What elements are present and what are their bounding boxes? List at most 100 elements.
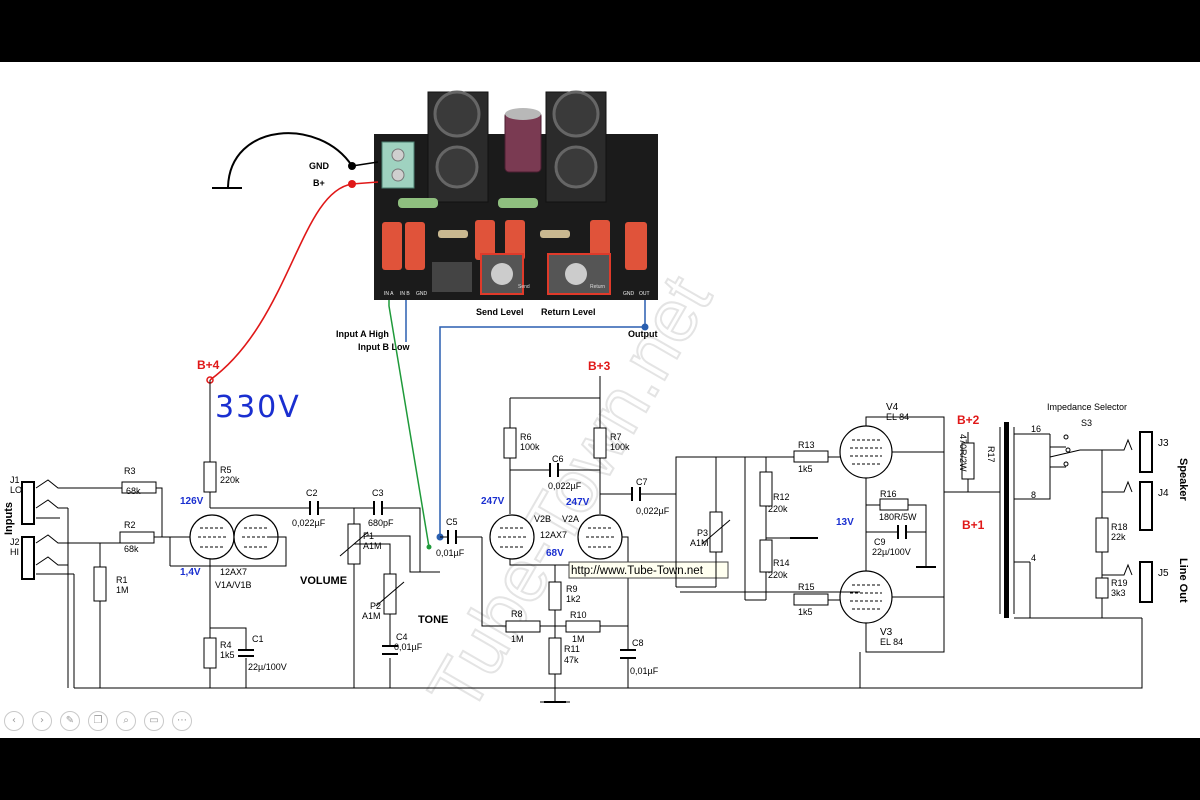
v3-label: V3 bbox=[880, 627, 893, 638]
r7-label: R7 bbox=[610, 432, 622, 442]
more-icon[interactable]: ⋯ bbox=[172, 711, 192, 731]
inputs-section-label: Inputs bbox=[3, 502, 15, 535]
pin-gnd-1: GND bbox=[416, 291, 428, 297]
resistor-body-1 bbox=[398, 198, 438, 208]
forward-icon[interactable]: › bbox=[32, 711, 52, 731]
c2-label: C2 bbox=[306, 488, 318, 498]
r16 bbox=[879, 498, 909, 511]
c2-value: 0,022µF bbox=[292, 518, 326, 528]
coupling-section: P3 A1M R12 220k R14 220k R13 1k5 R15 1k5 bbox=[675, 440, 846, 617]
power-plates bbox=[865, 416, 1000, 653]
r15-label: R15 bbox=[798, 582, 815, 592]
relay bbox=[432, 262, 472, 292]
jack-right-hole-2 bbox=[554, 145, 598, 189]
image-icon[interactable]: ▭ bbox=[144, 711, 164, 731]
p3-value: A1M bbox=[690, 538, 709, 548]
p3-wire bbox=[676, 457, 717, 588]
c8-value: 0,01µF bbox=[630, 666, 659, 676]
tap-8: 8 bbox=[1031, 490, 1036, 500]
film-cap-2 bbox=[405, 222, 425, 270]
r8-value: 1M bbox=[511, 634, 524, 644]
pin-out: OUT bbox=[639, 291, 650, 297]
v2-electrodes bbox=[498, 527, 614, 548]
b3-rail bbox=[509, 376, 601, 428]
r17-label: R17 bbox=[986, 446, 996, 463]
j3-label: J3 bbox=[1158, 438, 1169, 449]
c6-label: C6 bbox=[552, 454, 564, 464]
b2-label: B+2 bbox=[957, 413, 980, 427]
grid1-wire bbox=[154, 487, 190, 538]
v1-section: R5 220k 126V 1,4V 12AX7 V1A/V1B R4 1k5 C… bbox=[169, 380, 300, 688]
r18-value: 22k bbox=[1111, 532, 1126, 542]
c3-label: C3 bbox=[372, 488, 384, 498]
s3-label: S3 bbox=[1081, 418, 1092, 428]
feedback-wire bbox=[675, 457, 766, 601]
v3-type: EL 84 bbox=[880, 637, 903, 647]
r13-label: R13 bbox=[798, 440, 815, 450]
resistor-body-4 bbox=[540, 230, 570, 238]
r12-label: R12 bbox=[773, 492, 790, 502]
s3-contact-2 bbox=[1065, 447, 1071, 453]
jack-left-hole-2 bbox=[435, 145, 479, 189]
v4-electrodes bbox=[850, 439, 882, 465]
speaker-wiring bbox=[1014, 438, 1142, 619]
p2-wire bbox=[354, 543, 391, 688]
c7-label: C7 bbox=[636, 477, 648, 487]
v2-section: R6 100k R7 100k C6 0,022µF C7 0,022µF 24… bbox=[481, 376, 860, 703]
r6 bbox=[503, 427, 517, 459]
j2-label: J2 bbox=[10, 537, 20, 547]
film-cap-4 bbox=[505, 220, 525, 260]
v2-type: 12AX7 bbox=[540, 530, 567, 540]
j1-contacts bbox=[35, 479, 122, 519]
r13 bbox=[793, 450, 829, 463]
j5-jack bbox=[1139, 561, 1153, 603]
r8-wire bbox=[481, 537, 555, 627]
input-a-node bbox=[426, 544, 432, 550]
r10-value: 1M bbox=[572, 634, 585, 644]
input-wiring bbox=[67, 508, 101, 688]
r4 bbox=[203, 637, 217, 669]
bplus-module-label: B+ bbox=[313, 178, 325, 188]
r1-value: 1M bbox=[116, 585, 129, 595]
r5 bbox=[203, 461, 217, 493]
v1a-envelope bbox=[189, 514, 235, 560]
v1-cathode-voltage: 1,4V bbox=[180, 567, 201, 578]
power-cathode-voltage: 13V bbox=[836, 517, 854, 528]
v2a-plate-voltage: 247V bbox=[566, 497, 590, 508]
copy-icon[interactable]: ❐ bbox=[88, 711, 108, 731]
speaker-label: Speaker bbox=[1177, 458, 1189, 502]
pot-label-return: Return bbox=[590, 284, 605, 290]
j1-sub: LO bbox=[10, 485, 22, 495]
back-icon[interactable]: ‹ bbox=[4, 711, 24, 731]
s3-contact-1 bbox=[1063, 434, 1069, 440]
v1-cathode-wire bbox=[169, 536, 287, 567]
zoom-icon[interactable]: ⌕ bbox=[116, 711, 136, 731]
gnd-arrow bbox=[351, 161, 379, 167]
film-cap-3 bbox=[475, 220, 495, 260]
r4-value: 1k5 bbox=[220, 650, 235, 660]
v4-label: V4 bbox=[886, 402, 899, 413]
r4-label: R4 bbox=[220, 640, 232, 650]
schematic-diagram: Tube-Town.net Send Return bbox=[3, 90, 1189, 726]
impedance-selector-label: Impedance Selector bbox=[1047, 402, 1127, 412]
pen-icon[interactable]: ✎ bbox=[60, 711, 80, 731]
c9-value: 22µ/100V bbox=[872, 547, 911, 557]
url-box bbox=[568, 561, 729, 579]
v2a-envelope bbox=[577, 514, 623, 560]
schematic-canvas: Tube-Town.net Send Return bbox=[0, 62, 1200, 738]
film-cap-1 bbox=[382, 222, 402, 270]
r1 bbox=[93, 566, 107, 602]
p3-wiper bbox=[701, 519, 731, 545]
send-trimpot-knob bbox=[491, 263, 513, 285]
input-a-label: Input A High bbox=[336, 329, 389, 339]
c1-wire bbox=[209, 627, 247, 688]
r19-value: 3k3 bbox=[1111, 588, 1126, 598]
wiper-to-c5 bbox=[366, 535, 440, 573]
r2-label: R2 bbox=[124, 520, 136, 530]
r11 bbox=[548, 637, 562, 675]
jack-right-hole-1 bbox=[552, 90, 600, 138]
power-cathodes bbox=[865, 478, 927, 571]
pot-label-send: Send bbox=[518, 284, 530, 290]
v2-plates bbox=[509, 456, 860, 514]
